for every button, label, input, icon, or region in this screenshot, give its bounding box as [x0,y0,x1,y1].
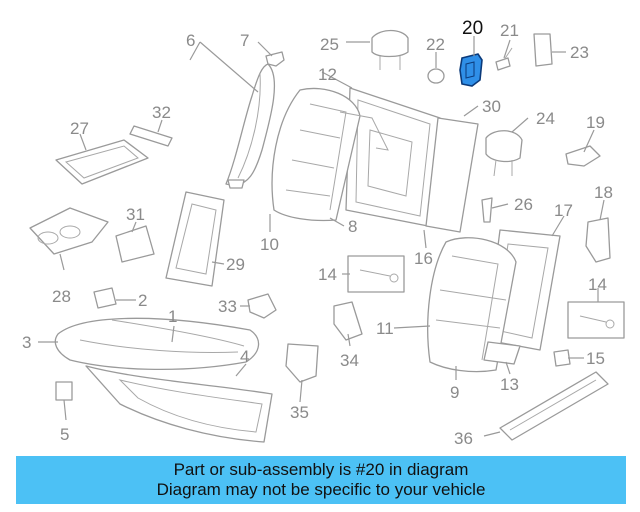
callout-6: 6 [186,31,195,50]
part-armrest-27 [55,139,149,185]
part-rail-13 [483,341,521,365]
parts-diagram: 6 7 25 22 21 23 12 30 24 32 27 19 26 18 … [22,18,625,448]
callout-27: 27 [70,119,89,138]
callout-2: 2 [138,291,147,310]
leader-lines [38,36,605,437]
callout-15: 15 [586,349,605,368]
callout-26: 26 [514,195,533,214]
callout-29: 29 [226,255,245,274]
part-bracket-2 [93,287,117,309]
part-backrest-cushion-11 [427,237,517,373]
callout-4: 4 [240,347,249,366]
part-clip-15 [553,349,571,367]
part-bolt-kit-14-a [347,255,405,293]
part-seat-cushion [54,317,260,371]
part-armrest-28 [29,207,109,255]
callout-10: 10 [260,235,279,254]
callout-13: 13 [500,375,519,394]
callout-5: 5 [60,425,69,444]
banner-line-disclaimer: Diagram may not be specific to your vehi… [156,480,486,499]
part-side-bolster [225,63,276,189]
callout-33: 33 [218,297,237,316]
part-bracket-18 [585,217,611,263]
part-bolt-kit-14-b [567,301,625,339]
callout-8: 8 [348,217,357,236]
part-clip-7 [265,51,285,67]
callout-25: 25 [320,35,339,54]
part-side-trim-36 [499,371,609,441]
callout-3: 3 [22,333,31,352]
part-cap-22 [427,68,445,84]
callout-35: 35 [290,403,309,422]
callout-11: 11 [376,319,394,338]
part-bracket-33 [247,293,277,319]
callout-labels: 6 7 25 22 21 23 12 30 24 32 27 19 26 18 … [22,18,613,448]
callout-9: 9 [450,383,459,402]
callout-17: 17 [554,201,573,220]
callout-23: 23 [570,43,589,62]
callout-22: 22 [426,35,445,54]
part-bracket-34 [333,301,363,341]
callout-24: 24 [536,109,555,128]
callout-12: 12 [318,65,337,84]
part-screw-21 [495,47,513,71]
callout-31: 31 [126,205,145,224]
part-pin-26 [481,197,493,223]
part-seat-frame-4 [85,365,273,443]
callout-18: 18 [594,183,613,202]
callout-36: 36 [454,429,473,448]
callout-16: 16 [414,249,433,268]
callout-28: 28 [52,287,71,306]
callout-32: 32 [152,103,171,122]
part-bracket-19 [565,145,601,167]
callout-1: 1 [168,307,177,326]
part-headrest-24 [485,130,523,177]
part-20-highlighted [459,53,483,87]
part-pad-31 [115,225,155,263]
callout-19: 19 [586,113,605,132]
part-bracket-35 [285,343,319,383]
callout-21: 21 [500,21,519,40]
callout-34: 34 [340,351,359,370]
part-latch-23 [533,33,553,67]
banner-line-part-number: Part or sub-assembly is #20 in diagram [173,460,469,479]
callout-30: 30 [482,97,501,116]
part-headrest-25 [371,29,409,70]
info-banner: Part or sub-assembly is #20 in diagram D… [16,456,626,504]
part-backrest-panel-30 [425,117,479,233]
part-frame-29 [165,191,225,287]
callout-14-a: 14 [318,265,337,284]
callout-20-highlighted: 20 [462,18,483,39]
part-5 [55,381,73,401]
callout-7: 7 [240,31,249,50]
callout-14-b: 14 [588,275,607,294]
part-backrest-cushion [271,87,389,222]
part-backrest-frame-12 [345,87,441,227]
part-strip-32 [129,125,173,147]
